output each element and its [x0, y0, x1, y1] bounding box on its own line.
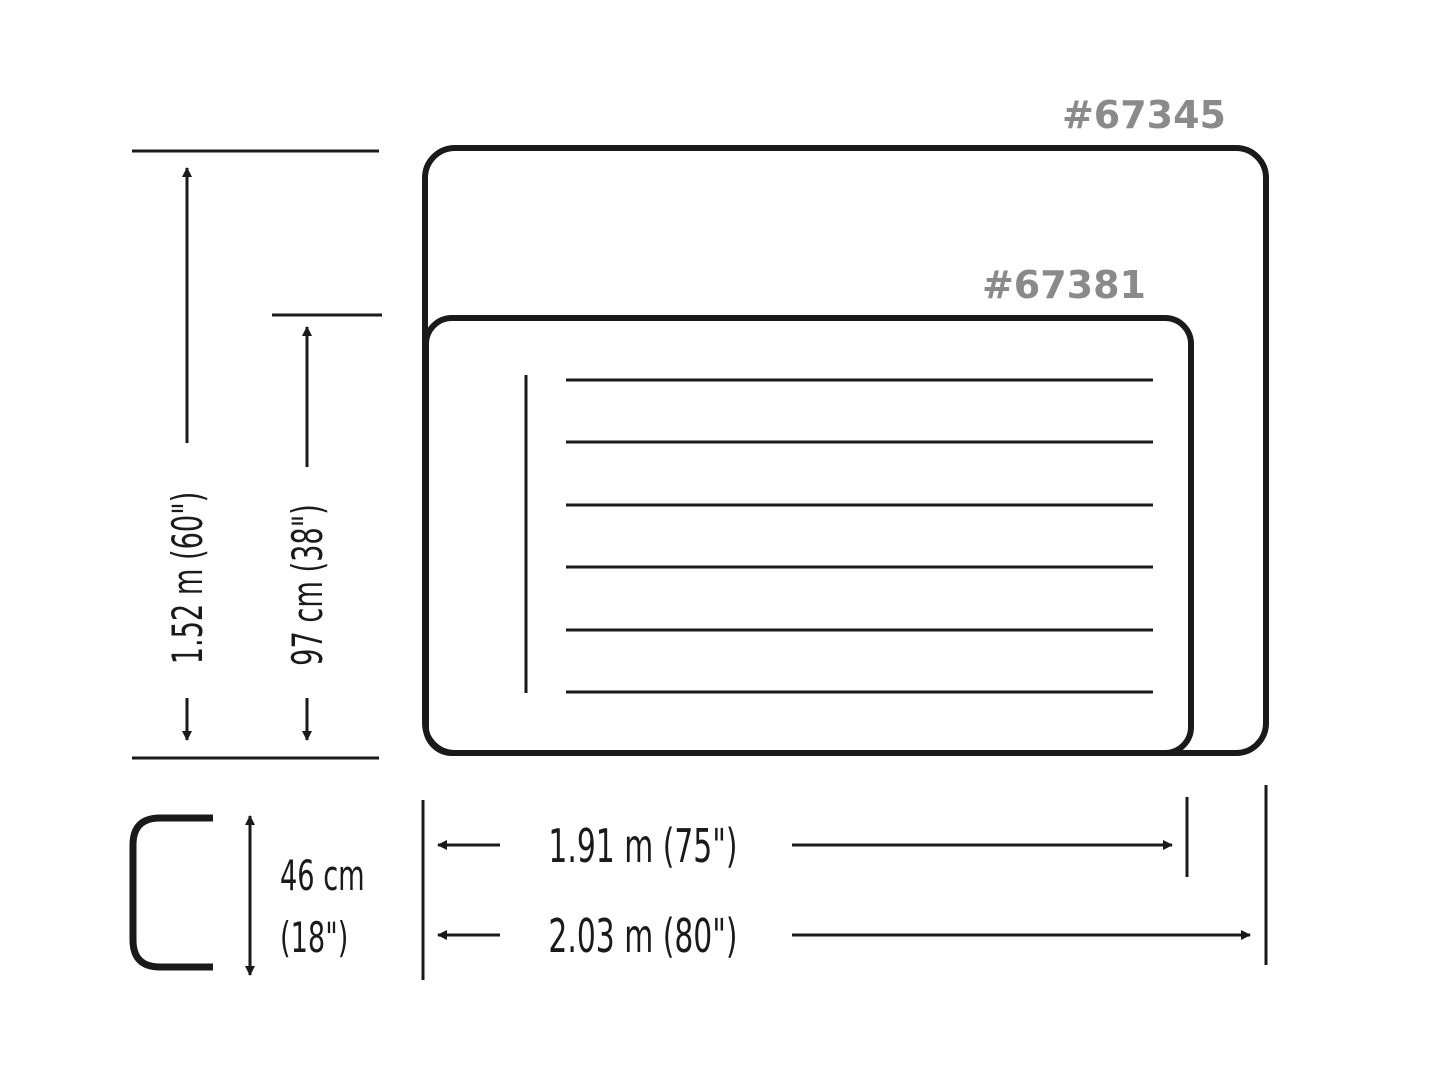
height-value-label: 46 cm	[280, 851, 365, 900]
model-label-67345: #67345	[1062, 93, 1226, 137]
length-extension-lines	[421, 785, 1268, 980]
dimension-small-width: 97 cm (38")	[283, 326, 332, 741]
large-width-label: 1.52 m (60")	[163, 492, 212, 665]
dimension-large-width: 1.52 m (60")	[163, 167, 212, 741]
dimension-small-length: 1.91 m (75")	[437, 821, 1173, 874]
model-label-67381: #67381	[982, 263, 1146, 307]
mattress-profile-icon	[129, 814, 213, 971]
height-dimension: 46 cm (18")	[129, 814, 365, 976]
mattress-pattern	[524, 375, 1153, 694]
height-imperial-label: (18")	[280, 913, 348, 962]
large-length-label: 2.03 m (80")	[548, 911, 737, 964]
mattress-outline-large	[422, 145, 1269, 756]
mattress-outline-small	[423, 315, 1194, 756]
small-length-label: 1.91 m (75")	[548, 821, 737, 874]
width-extension-lines	[132, 149, 382, 760]
dimension-large-length: 2.03 m (80")	[437, 911, 1251, 964]
small-width-label: 97 cm (38")	[283, 504, 332, 666]
